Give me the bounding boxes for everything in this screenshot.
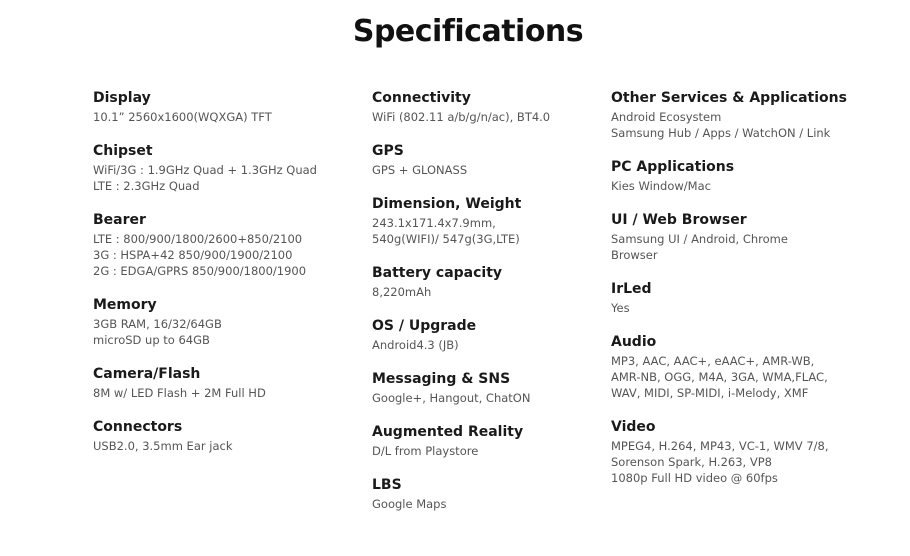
spec-title: Memory bbox=[93, 297, 157, 313]
spec-title: Connectivity bbox=[372, 90, 471, 106]
spec-value: D/L from Playstore bbox=[372, 444, 479, 458]
spec-title: IrLed bbox=[611, 281, 652, 297]
spec-item-gps: GPS GPS + GLONASS bbox=[372, 141, 602, 178]
spec-value: Google+, Hangout, ChatON bbox=[372, 391, 531, 405]
spec-value: 243.1x171.4x7.9mm, bbox=[372, 216, 496, 230]
spec-value: 2G : EDGA/GPRS 850/900/1800/1900 bbox=[93, 264, 307, 278]
spec-title: Connectors bbox=[93, 419, 183, 435]
spec-value: MP3, AAC, AAC+, eAAC+, AMR-WB, bbox=[611, 354, 815, 368]
spec-title: Audio bbox=[611, 334, 657, 350]
spec-value: Browser bbox=[611, 248, 658, 262]
spec-title: Augmented Reality bbox=[372, 424, 524, 440]
spec-item-camera-flash: Camera/Flash 8M w/ LED Flash + 2M Full HD bbox=[93, 364, 353, 401]
spec-title: Video bbox=[611, 419, 656, 435]
spec-title: Other Services & Applications bbox=[611, 90, 847, 106]
spec-value: AMR-NB, OGG, M4A, 3GA, WMA,FLAC, bbox=[611, 370, 828, 384]
spec-value: LTE : 800/900/1800/2600+850/2100 bbox=[93, 232, 303, 246]
spec-value: Kies Window/Mac bbox=[611, 179, 711, 193]
spec-item-lbs: LBS Google Maps bbox=[372, 475, 602, 512]
spec-title: UI / Web Browser bbox=[611, 212, 747, 228]
spec-value: Android4.3 (JB) bbox=[372, 338, 459, 352]
spec-value: Samsung Hub / Apps / WatchON / Link bbox=[611, 126, 831, 140]
spec-value: 8,220mAh bbox=[372, 285, 432, 299]
spec-title: Dimension, Weight bbox=[372, 196, 522, 212]
spec-title: GPS bbox=[372, 143, 404, 159]
spec-value: Samsung UI / Android, Chrome bbox=[611, 232, 788, 246]
spec-title: Bearer bbox=[93, 212, 146, 228]
spec-item-battery-capacity: Battery capacity 8,220mAh bbox=[372, 263, 602, 300]
page-title: Specifications bbox=[352, 14, 584, 49]
spec-value: Android Ecosystem bbox=[611, 110, 722, 124]
spec-value: LTE : 2.3GHz Quad bbox=[93, 179, 200, 193]
spec-value: WiFi/3G : 1.9GHz Quad + 1.3GHz Quad bbox=[93, 163, 317, 177]
spec-title: Battery capacity bbox=[372, 265, 503, 281]
spec-value: 10.1” 2560x1600(WQXGA) TFT bbox=[93, 110, 272, 124]
spec-value: 540g(WIFI)/ 547g(3G,LTE) bbox=[372, 232, 520, 246]
spec-value: WAV, MIDI, SP-MIDI, i-Melody, XMF bbox=[611, 386, 809, 400]
spec-value: 1080p Full HD video @ 60fps bbox=[611, 471, 778, 485]
spec-value: Yes bbox=[611, 301, 630, 315]
spec-item-messaging-sns: Messaging & SNS Google+, Hangout, ChatON bbox=[372, 369, 602, 406]
spec-value: 3G : HSPA+42 850/900/1900/2100 bbox=[93, 248, 293, 262]
spec-title: Camera/Flash bbox=[93, 366, 201, 382]
spec-item-memory: Memory 3GB RAM, 16/32/64GB microSD up to 6… bbox=[93, 295, 353, 348]
spec-title: Display bbox=[93, 90, 151, 106]
spec-value: WiFi (802.11 a/b/g/n/ac), BT4.0 bbox=[372, 110, 551, 124]
spec-title: LBS bbox=[372, 477, 402, 493]
spec-column-1: Display 10.1” 2560x1600(WQXGA) TFT Chipset… bbox=[93, 88, 353, 470]
spec-title: Chipset bbox=[93, 143, 153, 159]
spec-title: Messaging & SNS bbox=[372, 371, 511, 387]
spec-value: 8M w/ LED Flash + 2M Full HD bbox=[93, 386, 266, 400]
spec-value: Sorenson Spark, H.263, VP8 bbox=[611, 455, 772, 469]
spec-value: microSD up to 64GB bbox=[93, 333, 210, 347]
spec-value: USB2.0, 3.5mm Ear jack bbox=[93, 439, 233, 453]
spec-value: Google Maps bbox=[372, 497, 447, 511]
spec-title: OS / Upgrade bbox=[372, 318, 477, 334]
spec-value: MPEG4, H.264, MP43, VC-1, WMV 7/8, bbox=[611, 439, 829, 453]
spec-item-dimension-weight: Dimension, Weight 243.1x171.4x7.9mm, 540g(… bbox=[372, 194, 602, 247]
spec-value: GPS + GLONASS bbox=[372, 163, 468, 177]
spec-title: PC Applications bbox=[611, 159, 735, 175]
spec-item-display: Display 10.1” 2560x1600(WQXGA) TFT bbox=[93, 88, 353, 125]
spec-value: 3GB RAM, 16/32/64GB bbox=[93, 317, 222, 331]
